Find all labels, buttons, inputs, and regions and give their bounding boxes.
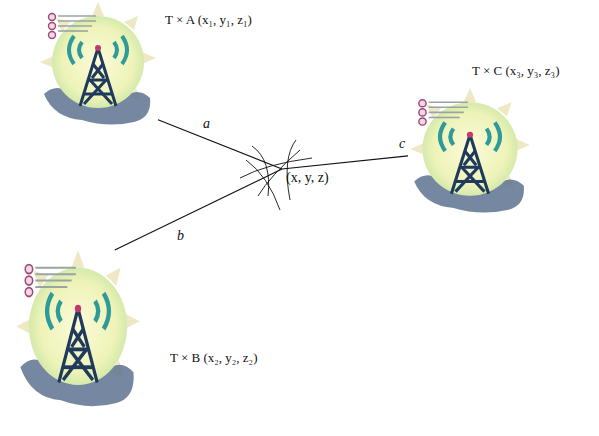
tower-label: T × A (x₁, y₁, z₁) [165,12,252,28]
range-line [115,169,282,250]
distance-label: c [398,136,406,152]
transmitter-tower: T × B (x₂, y₂, z₂) [14,250,142,408]
distance-label: b [176,228,185,244]
range-arc [246,160,280,210]
tower-illustration [408,88,532,214]
tower-illustration [14,250,142,408]
range-line [158,120,282,169]
distance-label: a [202,116,211,132]
intersection-point: (x, y, z) [282,169,331,187]
transmitter-tower: T × C (x₃, y₃, z₃) [408,88,532,214]
tower-illustration [38,2,158,126]
point-label: (x, y, z) [282,169,331,187]
tower-label: T × C (x₃, y₃, z₃) [472,63,559,79]
tower-label: T × B (x₂, y₂, z₂) [170,350,257,366]
range-line [282,156,408,169]
transmitter-tower: T × A (x₁, y₁, z₁) [38,2,158,126]
